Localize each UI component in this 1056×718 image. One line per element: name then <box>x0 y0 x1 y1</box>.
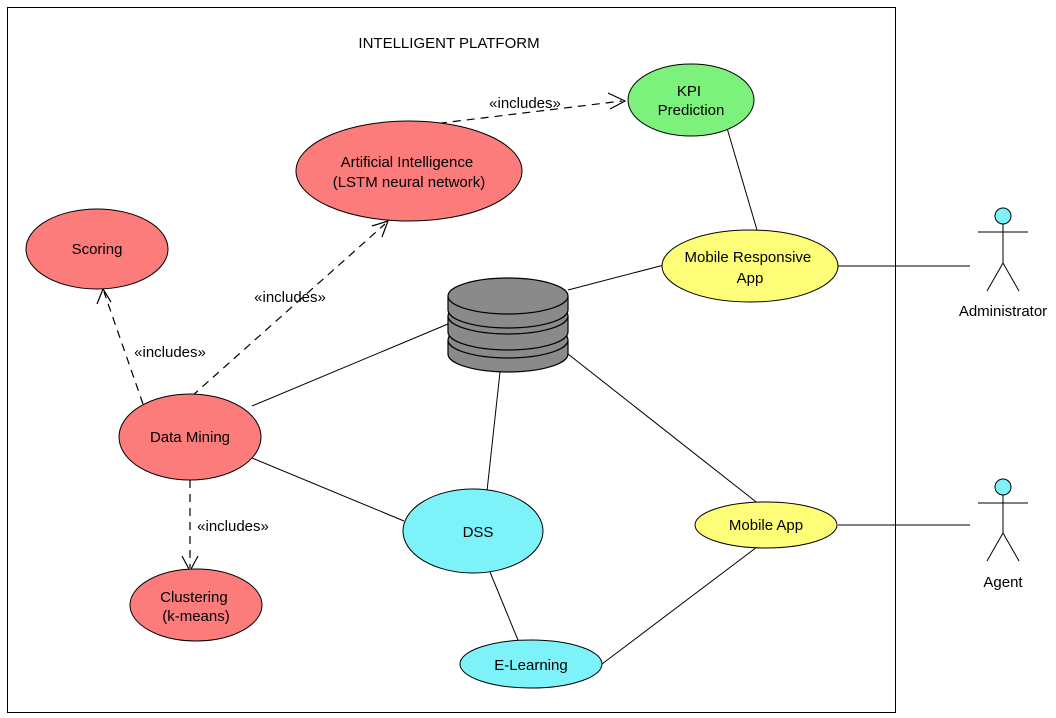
assoc-database-mobile-responsive <box>567 264 665 291</box>
include-label-datamining-clustering: «includes» <box>197 518 269 535</box>
actor-agent-left-leg <box>986 532 1004 562</box>
include-ai-kpi-arrowhead <box>607 92 627 110</box>
use-case-data-mining-label: Data Mining <box>150 429 230 446</box>
actor-administrator-head <box>994 207 1012 225</box>
include-ai-kpi-line <box>424 100 623 126</box>
use-case-scoring-label-line1: Scoring <box>72 241 123 258</box>
actor-administrator-left-leg <box>986 262 1004 292</box>
use-case-elearning[interactable]: E-Learning <box>459 639 603 689</box>
system-title: INTELLIGENT PLATFORM <box>358 35 539 52</box>
use-case-artificial-intelligence[interactable]: Artificial Intelligence (LSTM neural net… <box>295 120 523 222</box>
use-case-elearning-label-line1: E-Learning <box>494 657 567 674</box>
use-case-kpi-prediction[interactable]: KPI Prediction <box>627 63 755 137</box>
use-case-mobile-app-label: Mobile App <box>729 517 803 534</box>
use-case-dss[interactable]: DSS <box>402 488 544 574</box>
use-case-ai-label-line1: Artificial Intelligence <box>341 154 474 171</box>
actor-agent-head <box>994 478 1012 496</box>
use-case-elearning-ellipse <box>459 639 603 689</box>
use-case-scoring-label: Scoring <box>72 241 123 258</box>
use-case-mobile-responsive-ellipse <box>661 229 839 303</box>
assoc-dss-elearning <box>489 571 521 646</box>
assoc-data-mining-database <box>251 323 449 407</box>
use-case-scoring-ellipse <box>25 208 169 290</box>
associations <box>251 127 970 665</box>
actor-administrator[interactable]: Administrator <box>959 207 1047 320</box>
use-case-kpi-ellipse <box>627 63 755 137</box>
use-case-clustering-label: Clustering (k-means) <box>160 589 232 625</box>
assoc-database-mobile-app <box>567 353 761 506</box>
database-top-cap <box>447 277 569 315</box>
include-datamining-ai-arrowhead <box>371 220 389 238</box>
use-case-mobile-responsive-label-line1: Mobile Responsive <box>685 249 812 266</box>
use-case-mobile-app[interactable]: Mobile App <box>694 501 838 549</box>
actor-agent[interactable]: Agent <box>978 478 1028 591</box>
assoc-database-dss <box>486 371 501 492</box>
use-case-kpi-label-line1: KPI <box>677 83 701 100</box>
use-case-dss-ellipse <box>402 488 544 574</box>
use-case-clustering-label-line1: Clustering <box>160 589 228 606</box>
use-case-data-mining-label-line1: Data Mining <box>150 429 230 446</box>
actor-administrator-right-leg <box>1002 262 1020 292</box>
use-case-ai-label-line2: (LSTM neural network) <box>333 174 486 191</box>
database-cylinder-icon[interactable] <box>447 277 569 373</box>
use-case-dss-label: DSS <box>463 524 494 541</box>
use-case-mobile-app-ellipse <box>694 501 838 549</box>
use-case-clustering-label-line2: (k-means) <box>162 608 230 625</box>
stick-figure-icon <box>978 207 1028 292</box>
actor-administrator-name: Administrator <box>959 303 1047 320</box>
use-case-kpi-label: KPI Prediction <box>658 83 725 119</box>
actor-agent-right-leg <box>1002 532 1020 562</box>
include-label-ai-kpi: «includes» <box>489 95 561 112</box>
include-label-datamining-scoring: «includes» <box>134 344 206 361</box>
use-case-mobile-responsive-app[interactable]: Mobile Responsive App <box>661 229 839 303</box>
use-case-clustering-ellipse <box>129 568 263 642</box>
use-case-mobile-responsive-label-line2: App <box>737 270 764 287</box>
use-case-ai-ellipse <box>295 120 523 222</box>
use-case-kpi-label-line2: Prediction <box>658 102 725 119</box>
use-case-dss-label-line1: DSS <box>463 524 494 541</box>
include-dependencies <box>96 92 627 573</box>
use-case-data-mining-ellipse <box>118 393 262 481</box>
include-label-datamining-ai: «includes» <box>254 289 326 306</box>
assoc-data-mining-dss <box>251 457 405 522</box>
assoc-elearning-mobile-app <box>601 546 758 665</box>
include-datamining-scoring-line <box>103 291 144 405</box>
stick-figure-icon <box>978 478 1028 562</box>
use-case-mobile-app-label-line1: Mobile App <box>729 517 803 534</box>
assoc-kpi-mobile-responsive <box>726 127 758 231</box>
use-case-data-mining[interactable]: Data Mining <box>118 393 262 481</box>
actor-agent-name: Agent <box>983 574 1023 591</box>
use-case-elearning-label: E-Learning <box>494 657 567 674</box>
use-case-clustering[interactable]: Clustering (k-means) <box>129 568 263 642</box>
use-case-scoring[interactable]: Scoring <box>25 208 169 290</box>
use-case-mobile-responsive-label: Mobile Responsive App <box>685 249 816 287</box>
include-datamining-ai-line <box>191 223 386 397</box>
use-case-ai-label: Artificial Intelligence (LSTM neural net… <box>333 154 486 191</box>
